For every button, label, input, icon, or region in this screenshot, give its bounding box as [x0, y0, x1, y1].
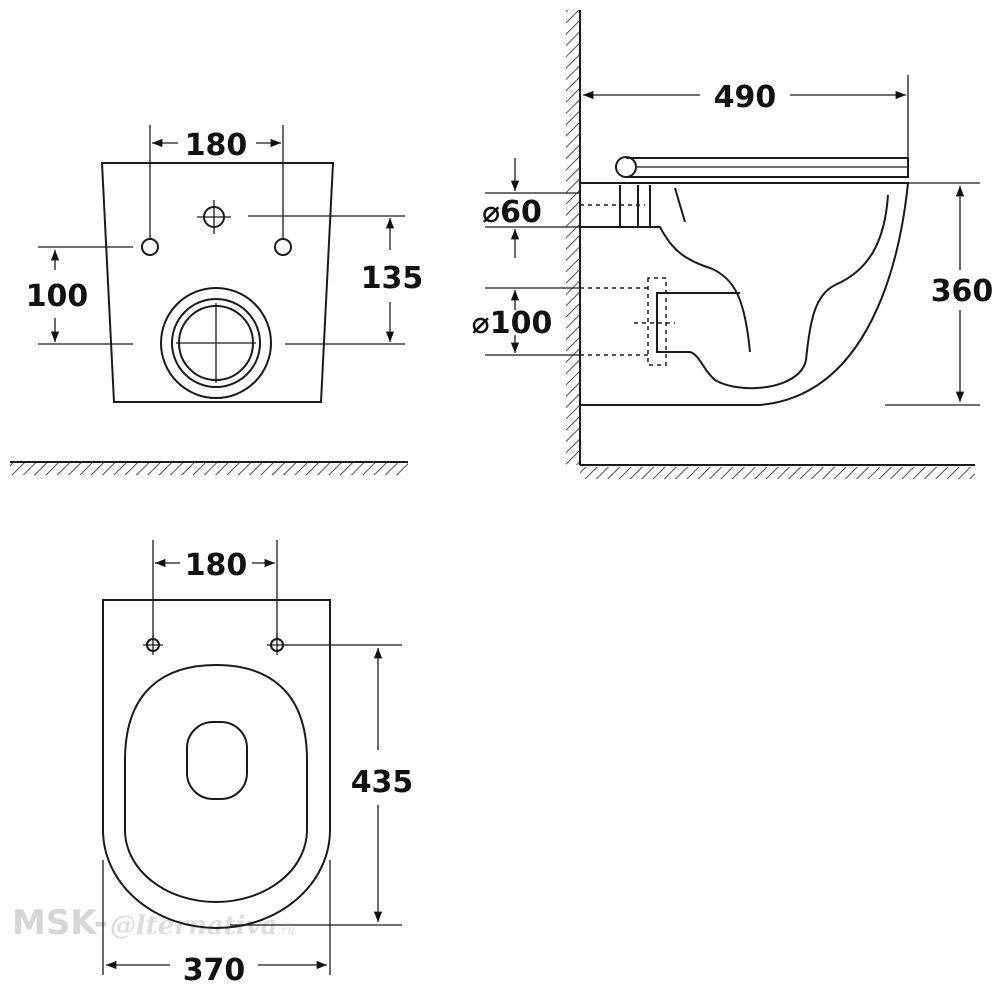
front-dim-135: 135	[361, 261, 424, 296]
side-dim-490: 490	[714, 80, 777, 115]
side-dim-diameter-60: ⌀60	[482, 195, 542, 230]
top-dim-180: 180	[185, 548, 248, 583]
top-view: 180 435 370	[102, 540, 414, 988]
front-dim-100: 100	[26, 279, 89, 314]
side-view: 490 ⌀60 ⌀100 360	[472, 10, 994, 479]
front-view: 180 100 135	[10, 125, 423, 475]
side-dim-360: 360	[931, 274, 994, 309]
watermark-text: MSK-@lternativa.ru	[12, 903, 295, 943]
top-dim-435: 435	[351, 765, 414, 800]
front-dim-180: 180	[185, 128, 248, 163]
watermark: MSK-@lternativa.ru	[12, 903, 295, 943]
top-dim-370: 370	[183, 953, 246, 988]
side-dim-diameter-100: ⌀100	[472, 306, 553, 341]
